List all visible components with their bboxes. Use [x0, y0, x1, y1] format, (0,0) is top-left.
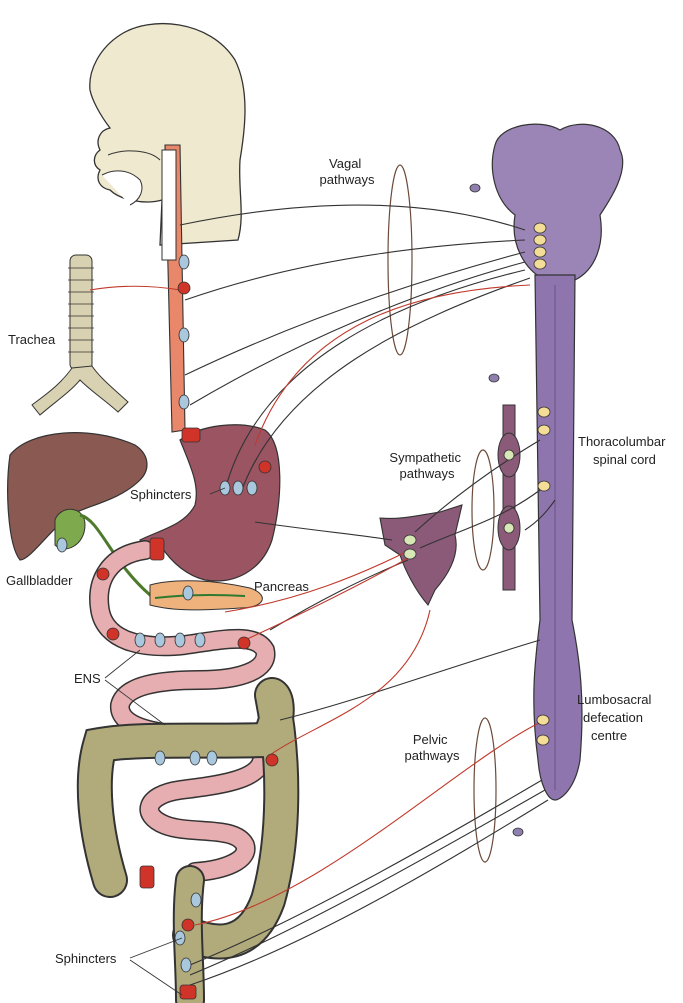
sphincters-bottom-label: Sphincters [55, 951, 117, 966]
vagal-pathways-bracket [388, 165, 412, 355]
sympathetic-chain [498, 405, 520, 590]
thoracolumbar-spinal-cord-label: Thoracolumbar spinal cord [578, 434, 669, 467]
pelvic-pathways-bracket [474, 718, 496, 862]
ens-label: ENS [74, 671, 101, 686]
sphincters-top-label: Sphincters [130, 487, 192, 502]
brainstem [492, 124, 622, 280]
lumbosacral-defecation-centre-label: Lumbosacral defecation centre [577, 692, 655, 743]
sympathetic-pathways-label: Sympathetic pathways [389, 450, 464, 481]
gallbladder-label: Gallbladder [6, 573, 73, 588]
pelvic-pathways-label: Pelvic pathways [405, 732, 460, 763]
prevertebral-ganglion [380, 505, 462, 605]
pancreas [150, 581, 262, 610]
trachea-label: Trachea [8, 332, 56, 347]
vagal-pathways-label: Vagal pathways [320, 156, 375, 187]
sympathetic-pathways-bracket [472, 450, 494, 570]
pancreas-label: Pancreas [254, 579, 309, 594]
